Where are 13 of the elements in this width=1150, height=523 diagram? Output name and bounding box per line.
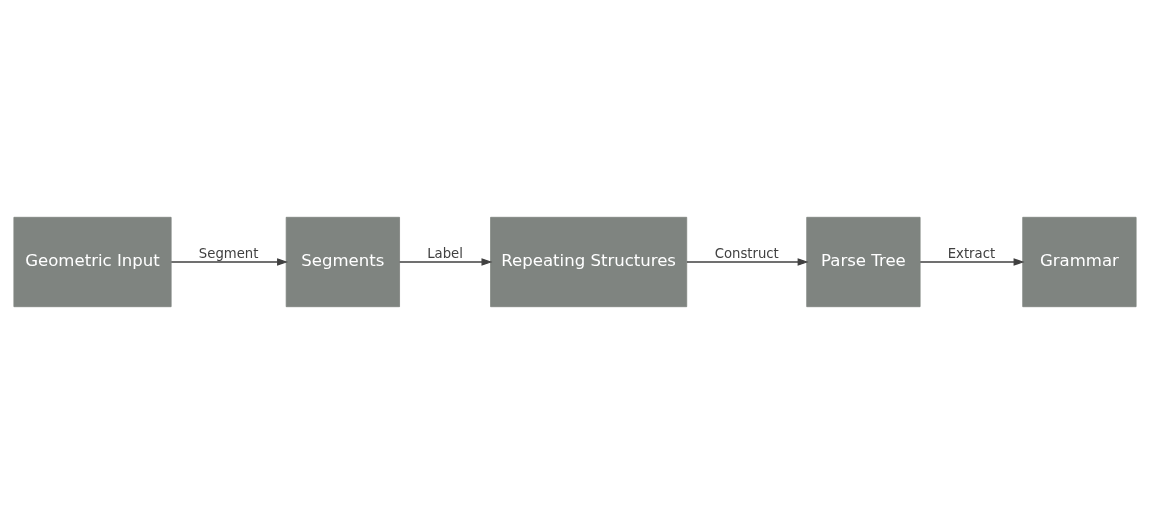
node-box: Geometric Input — [13, 216, 172, 307]
node-box: Repeating Structures — [490, 216, 688, 307]
node-box: Grammar — [1022, 216, 1137, 307]
node-box: Parse Tree — [806, 216, 921, 307]
edge-label: Segment — [198, 245, 259, 261]
arrow — [686, 257, 809, 266]
arrow — [399, 257, 493, 266]
node-box: Segments — [285, 216, 400, 307]
arrow — [170, 257, 288, 266]
edge-label: Label — [427, 245, 463, 261]
arrow — [919, 257, 1025, 266]
edge-label: Construct — [714, 245, 779, 261]
edge-label: Extract — [947, 245, 996, 261]
